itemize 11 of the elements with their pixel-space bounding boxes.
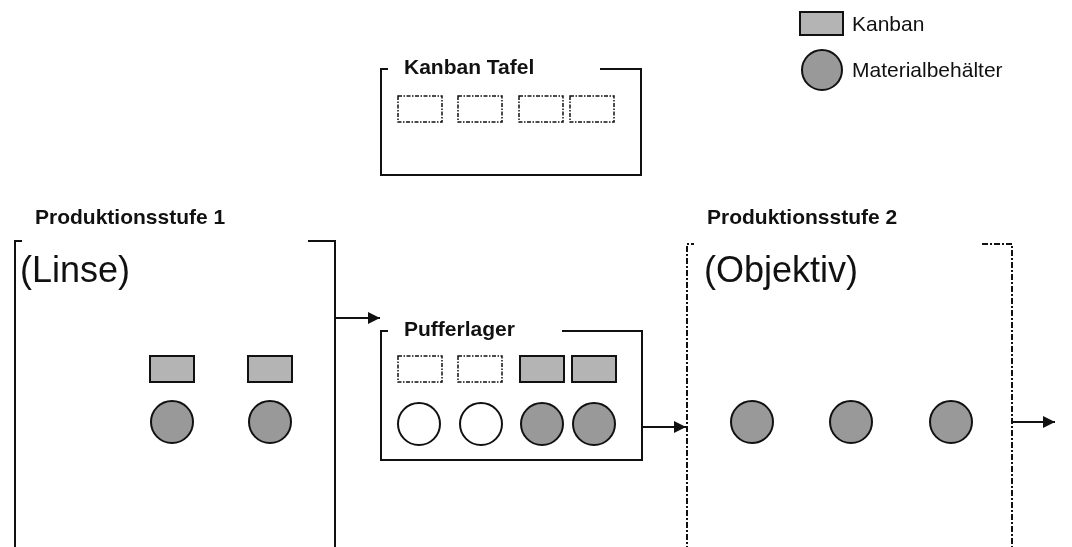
legend-label: Materialbehälter: [852, 58, 1003, 82]
node-title: Pufferlager: [403, 317, 516, 341]
arrow: [1012, 416, 1056, 428]
arrow: [335, 312, 381, 324]
node-title: Kanban Tafel: [403, 55, 536, 79]
node-subtitle: (Linse): [20, 250, 131, 290]
node-title: Produktionsstufe 2: [707, 205, 898, 229]
node-subtitle: (Objektiv): [704, 250, 859, 290]
legend-label: Kanban: [852, 12, 925, 36]
arrow: [642, 421, 687, 433]
node-title: Produktionsstufe 1: [35, 205, 226, 229]
